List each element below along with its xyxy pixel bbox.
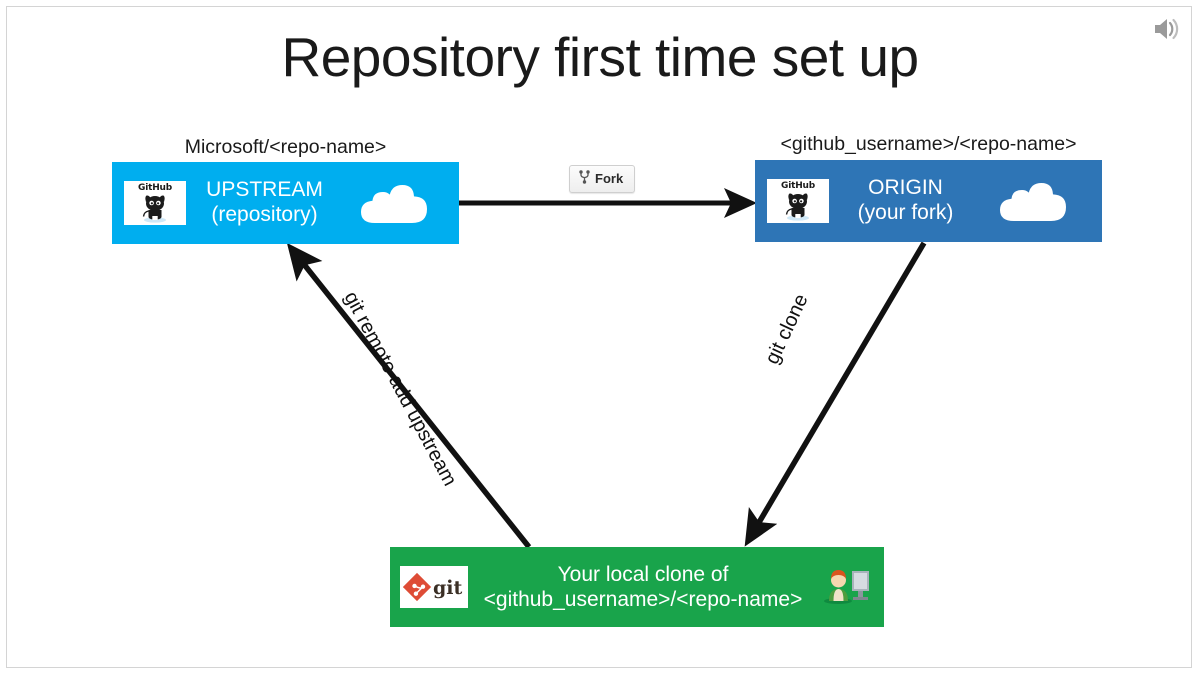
upstream-caption: Microsoft/<repo-name> [184, 136, 387, 158]
origin-caption: <github_username>/<repo-name> [780, 133, 1077, 155]
upstream-box[interactable]: GitHub UPSTREAM (repository) [112, 162, 459, 244]
cloud-icon [992, 173, 1080, 230]
local-line2: <github_username>/<repo-name> [483, 588, 803, 611]
git-logo: git [400, 566, 468, 608]
upstream-line1: UPSTREAM [206, 178, 323, 202]
git-clone-arrow [744, 241, 927, 547]
github-octocat-icon [784, 191, 812, 223]
cloud-icon [353, 175, 441, 232]
fork-button-label: Fork [595, 171, 624, 186]
fork-branch-icon [579, 170, 590, 187]
local-clone-text: Your local clone of <github_username>/<r… [464, 562, 822, 612]
git-remote-add-label: git remote add upstream [339, 288, 461, 490]
git-logo-text: git [433, 577, 463, 599]
origin-line1: ORIGIN [868, 176, 943, 200]
speaker-icon[interactable] [1151, 15, 1181, 43]
person-at-computer-icon [822, 563, 872, 612]
github-logo-text: GitHub [781, 181, 815, 191]
github-logo-text: GitHub [138, 183, 172, 193]
local-clone-box[interactable]: git Your local clone of <github_username… [390, 547, 884, 627]
fork-button[interactable]: Fork [569, 165, 636, 193]
github-logo: GitHub [124, 181, 186, 225]
upstream-line2: (repository) [211, 203, 318, 226]
github-octocat-icon [141, 193, 169, 225]
github-logo: GitHub [767, 179, 829, 223]
origin-box[interactable]: GitHub ORIGIN (your fork) [755, 160, 1102, 242]
local-line1: Your local clone of [557, 562, 729, 586]
slide-canvas: Repository first time set up Microsoft/<… [6, 6, 1192, 668]
origin-box-text: ORIGIN (your fork) [819, 176, 992, 226]
origin-line2: (your fork) [857, 201, 954, 224]
git-clone-label: git clone [761, 290, 813, 368]
upstream-box-text: UPSTREAM (repository) [176, 178, 353, 228]
page-title: Repository first time set up [281, 26, 919, 88]
